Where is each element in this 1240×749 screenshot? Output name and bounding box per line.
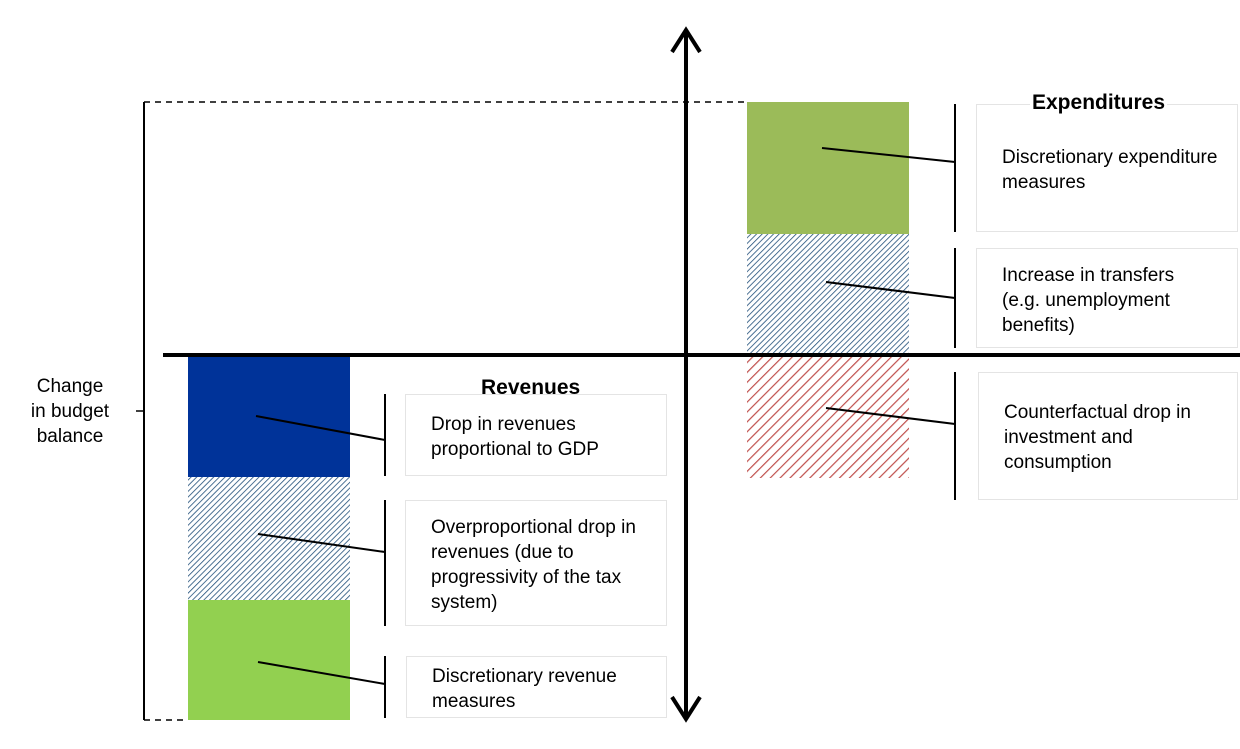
bar-overproportional-drop: [188, 477, 350, 600]
label-box-increase-transfers: [976, 248, 1238, 348]
revenues-title: Revenues: [481, 376, 581, 399]
label-increase-transfers: Increase in transfers (e.g. unemployment…: [1002, 265, 1175, 336]
label-box-overproportional-drop: [405, 500, 667, 626]
expenditures-title: Expenditures: [1030, 91, 1168, 115]
label-overproportional-drop: Overproportional drop in revenues (due t…: [431, 517, 636, 613]
bar-counterfactual-drop: [747, 356, 909, 478]
label-box-discretionary-expenditure: [976, 104, 1238, 232]
balance-bracket: [136, 101, 748, 721]
leader-lines: [255, 147, 956, 685]
bar-drop-revenues-gdp: [188, 356, 350, 477]
bar-discretionary-revenue: [188, 600, 350, 720]
label-discretionary-revenue: Discretionary revenue measures: [432, 666, 617, 712]
label-counterfactual-drop: Counterfactual drop in investment and co…: [1004, 402, 1191, 473]
bar-increase-transfers: [747, 234, 909, 356]
label-box-drop-revenues-gdp: [405, 394, 667, 476]
label-drop-revenues-gdp: Drop in revenues proportional to GDP: [431, 414, 599, 460]
axis-label: Change in budget balance: [30, 376, 110, 447]
label-box-counterfactual-drop: [978, 372, 1238, 500]
bar-discretionary-expenditure: [747, 102, 909, 234]
label-box-discretionary-revenue: [406, 656, 667, 718]
label-discretionary-expenditure: Discretionary expenditure measures: [1002, 147, 1218, 193]
vertical-axis-arrow: [670, 26, 702, 723]
